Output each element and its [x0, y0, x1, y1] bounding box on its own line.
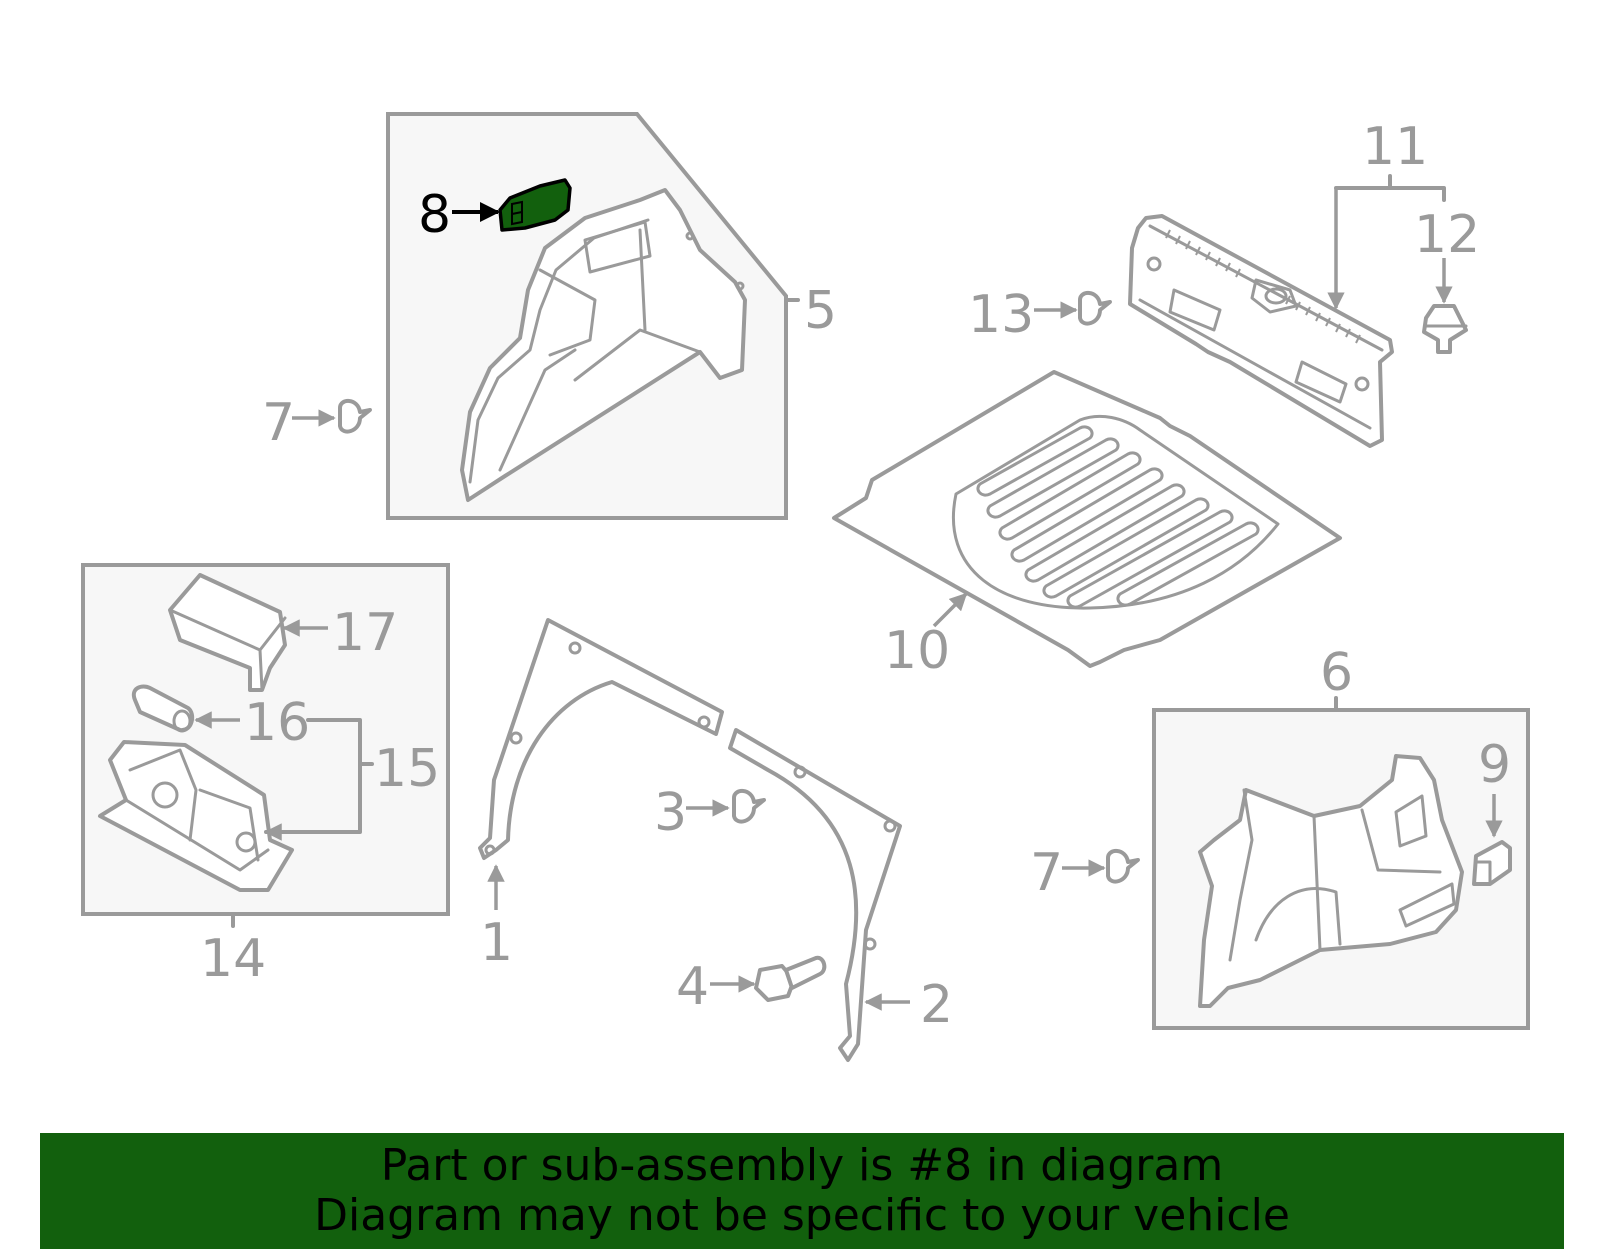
callout-12: 12 [1414, 205, 1480, 265]
callout-5: 5 [804, 281, 837, 341]
part-3-clip: 3 [654, 783, 766, 843]
callout-7-right: 7 [1030, 843, 1063, 903]
callout-7-left: 7 [262, 393, 295, 453]
part-10-floor-mat: 10 [832, 370, 1342, 681]
callout-17: 17 [332, 603, 398, 663]
callout-1: 1 [480, 913, 513, 973]
callout-16: 16 [244, 693, 310, 753]
banner-line-1: Part or sub-assembly is #8 in diagram [380, 1140, 1224, 1191]
part-13-clip: 13 [968, 285, 1112, 345]
callout-6: 6 [1320, 643, 1353, 703]
group-6-right-trim-box: 6 9 [1152, 643, 1530, 1030]
group-5-quarter-trim-box: 8 5 [386, 112, 837, 520]
part-1-front-arch: 1 [478, 618, 724, 973]
callout-9: 9 [1478, 735, 1511, 795]
part-12-push-clip: 12 [1414, 205, 1480, 354]
callout-4: 4 [676, 957, 709, 1017]
callout-11: 11 [1362, 117, 1428, 177]
banner-line-2: Diagram may not be specific to your vehi… [314, 1190, 1290, 1241]
callout-15: 15 [374, 739, 440, 799]
part-7-clip-left: 7 [262, 393, 372, 453]
part-7-clip-right: 7 [1030, 843, 1140, 903]
part-11-package-tray: 11 [1128, 117, 1446, 448]
callout-13: 13 [968, 285, 1034, 345]
info-banner: Part or sub-assembly is #8 in diagram Di… [40, 1133, 1564, 1249]
part-4-bolt: 4 [676, 955, 827, 1017]
callout-2: 2 [920, 975, 953, 1035]
callout-8: 8 [418, 185, 451, 245]
callout-14: 14 [200, 929, 266, 989]
callout-10: 10 [884, 621, 950, 681]
part-8-highlighted[interactable] [498, 178, 572, 232]
part-2-rear-arch: 2 [728, 728, 953, 1062]
group-14-lamp-box: 17 16 15 14 [81, 563, 450, 989]
callout-3: 3 [654, 783, 687, 843]
